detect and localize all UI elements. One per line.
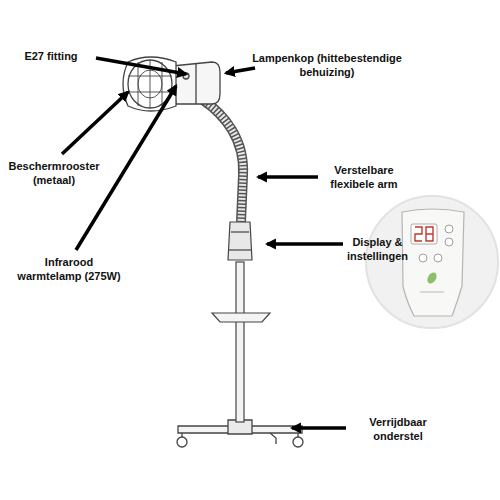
illustration-part [203,100,243,222]
part-label: Display & instellingen [346,236,409,264]
illustration-part [228,222,252,260]
part-label: Lampenkop (hittebestendige behuizing) [252,52,402,80]
illustration-part [182,433,298,440]
illustration-part [426,271,439,285]
illustration-part [212,313,270,322]
illustration-part [62,92,128,154]
illustration-part [293,437,303,447]
part-label: Infrarood warmtelamp (275W) [14,256,124,284]
illustration-part [203,100,243,222]
illustration-part [236,262,244,422]
part-label: Verstelbare flexibele arm [322,164,406,192]
flexible-arm [203,100,243,222]
illustration-part [415,227,433,241]
illustration-part [172,62,220,104]
illustration-part [434,254,442,262]
illustration-part [411,224,437,244]
illustration-part [270,433,276,444]
illustration-part [445,225,453,233]
leader-arrows [62,58,346,428]
illustration-part [258,175,318,179]
part-label: Beschermrooster (metaal) [4,160,104,188]
illustration-part [402,209,464,316]
pole [212,222,270,422]
illustration-part [366,196,498,328]
part-label: E27 fitting [6,50,96,64]
rolling-base [177,420,303,447]
illustration-part [292,426,346,430]
illustration-part [420,292,444,293]
illustration-part [267,242,343,246]
illustration-part [195,64,196,104]
illustration-part [419,254,427,262]
part-label: Verrijdbaar onderstel [350,416,446,444]
illustration-part [177,437,187,447]
illustration-part [229,249,251,250]
display-inset [366,196,498,328]
illustration-part [231,231,249,232]
illustration-part [445,238,453,246]
illustration-part [96,58,186,74]
illustration-part [226,68,255,73]
